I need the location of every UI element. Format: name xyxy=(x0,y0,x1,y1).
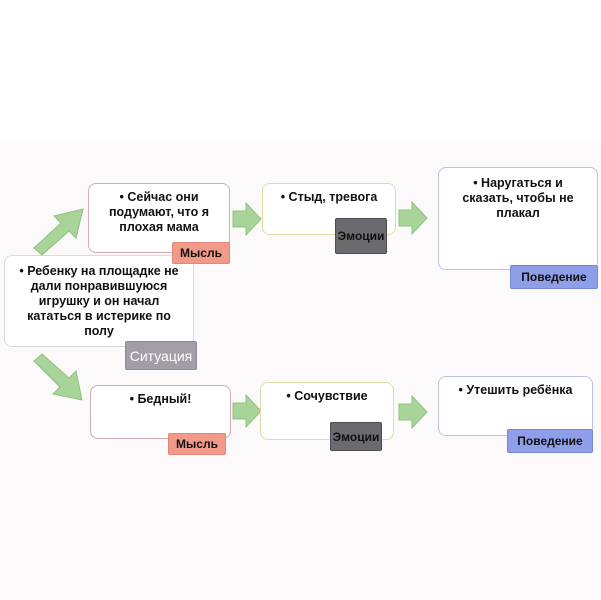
top-emotion-box: • Стыд, тревога xyxy=(262,183,396,235)
bottom-arrow-2 xyxy=(398,394,428,430)
bottom-behavior-tag-label: Поведение xyxy=(517,434,583,448)
bottom-behavior-text: • Утешить ребёнка xyxy=(458,383,573,397)
top-thought-text: • Сейчас они подумают, что я плохая мама xyxy=(108,190,210,234)
bottom-thought-tag-label: Мысль xyxy=(176,437,218,451)
bottom-thought-text: • Бедный! xyxy=(129,392,192,406)
bottom-thought-tag: Мысль xyxy=(168,433,226,455)
situation-tag-label: Ситуация xyxy=(129,347,193,364)
situation-tag: Ситуация xyxy=(125,341,197,370)
bottom-behavior-tag: Поведение xyxy=(507,429,593,453)
bottom-emotion-tag-label: Эмоции xyxy=(332,429,380,444)
bottom-emotion-tag: Эмоции xyxy=(330,422,382,451)
bottom-thought-box: • Бедный! xyxy=(90,385,231,439)
bottom-emotion-text: • Сочувствие xyxy=(286,389,368,403)
top-arrow-1 xyxy=(232,201,262,237)
bottom-behavior-box: • Утешить ребёнка xyxy=(438,376,593,436)
top-behavior-tag-label: Поведение xyxy=(521,270,587,284)
top-arrow-2 xyxy=(398,200,428,236)
situation-box: • Ребенку на площадке не дали понравившу… xyxy=(4,255,194,347)
top-behavior-box: • Наругаться и сказать, чтобы не плакал xyxy=(438,167,598,270)
top-behavior-text: • Наругаться и сказать, чтобы не плакал xyxy=(462,176,574,220)
top-emotion-text: • Стыд, тревога xyxy=(280,190,378,204)
top-emotion-tag: Эмоции xyxy=(335,218,387,254)
top-behavior-tag: Поведение xyxy=(510,265,598,289)
top-emotion-tag-label: Эмоции xyxy=(337,229,385,243)
top-thought-tag-label: Мысль xyxy=(180,246,222,260)
top-thought-tag: Мысль xyxy=(172,242,230,264)
down-diagonal-arrow xyxy=(33,353,83,401)
up-diagonal-arrow xyxy=(33,208,84,256)
bottom-arrow-1 xyxy=(232,393,262,429)
situation-text: • Ребенку на площадке не дали понравившу… xyxy=(19,264,179,338)
top-thought-box: • Сейчас они подумают, что я плохая мама xyxy=(88,183,230,253)
